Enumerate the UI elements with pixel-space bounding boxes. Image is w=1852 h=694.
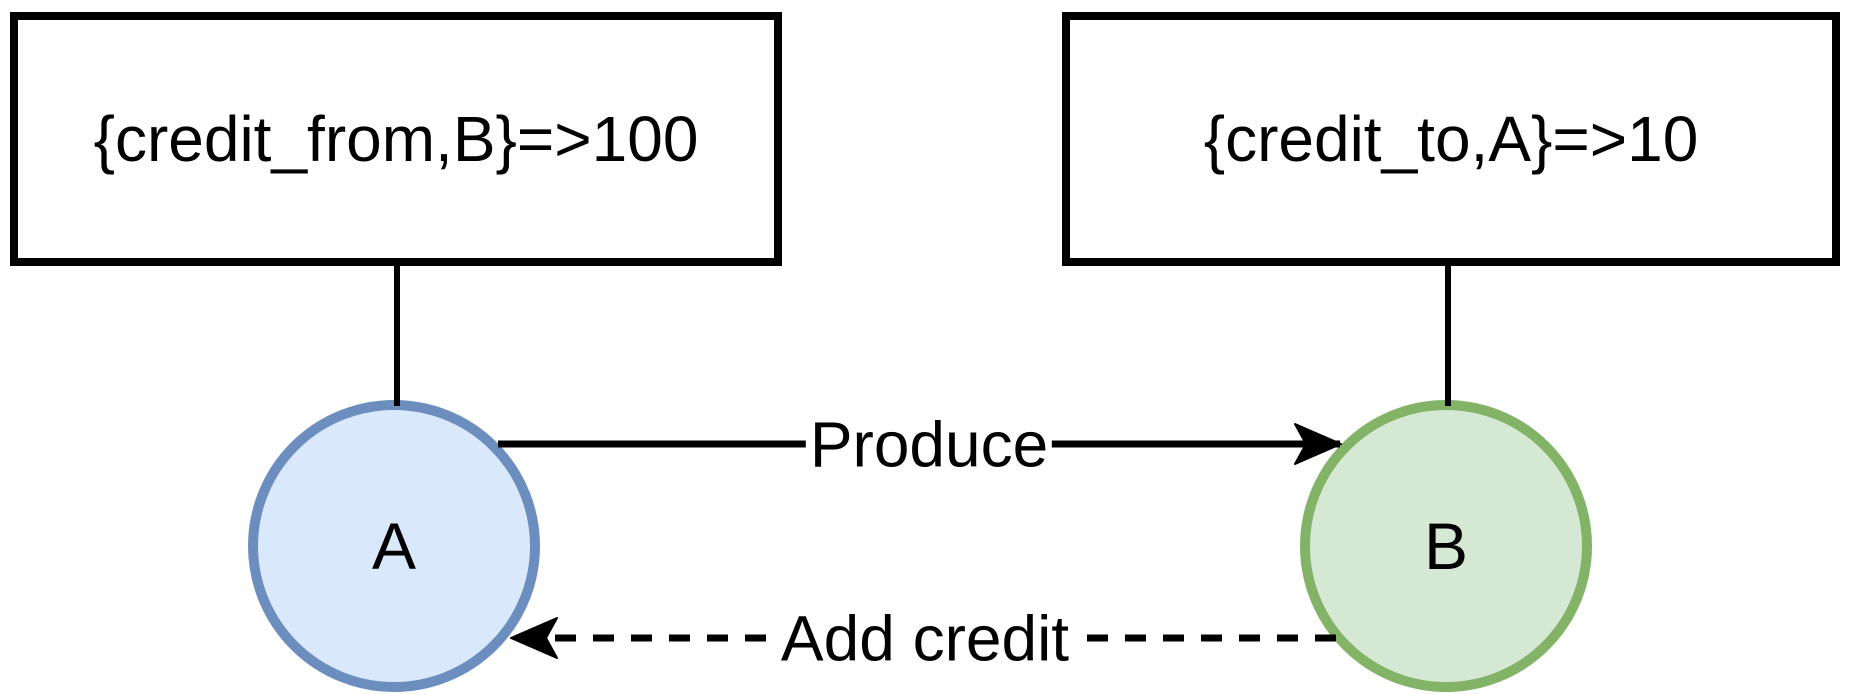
state-box-b-text: {credit_to,A}=>10: [1203, 103, 1699, 175]
state-box-a-text: {credit_from,B}=>100: [93, 103, 699, 175]
node-a-label: A: [371, 509, 417, 583]
edge-produce-label: Produce: [805, 411, 1053, 479]
node-b-label: B: [1423, 509, 1469, 583]
state-box-a: {credit_from,B}=>100: [10, 12, 782, 266]
node-a-circle: A: [248, 400, 540, 692]
state-box-b: {credit_to,A}=>10: [1062, 12, 1840, 266]
node-b-circle: B: [1300, 400, 1592, 692]
edge-add-credit-label: Add credit: [776, 605, 1074, 673]
